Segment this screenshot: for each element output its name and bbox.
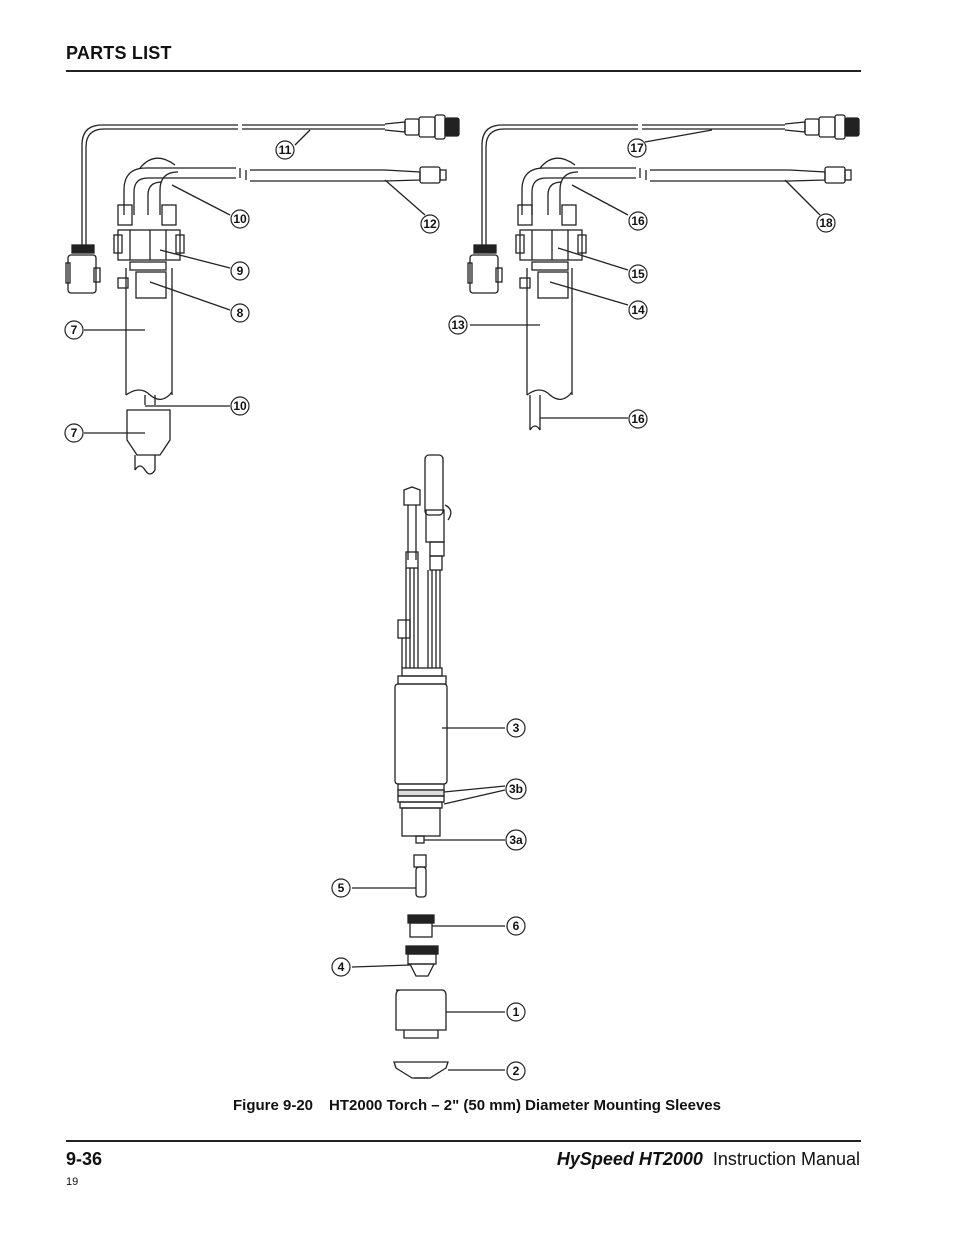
callout-3: 3 <box>513 721 520 735</box>
callout-10-upper: 10 <box>233 212 247 226</box>
callout-3a: 3a <box>509 833 523 847</box>
callout-6: 6 <box>513 919 520 933</box>
callout-1: 1 <box>513 1005 520 1019</box>
callout-3b: 3b <box>509 782 523 796</box>
callout-17: 17 <box>630 141 644 155</box>
callout-10-lower: 10 <box>233 399 247 413</box>
callout-9: 9 <box>237 264 244 278</box>
figure-caption: Figure 9-20 HT2000 Torch – 2" (50 mm) Dia… <box>0 1097 954 1114</box>
product-name: HySpeed HT2000 <box>556 1149 703 1169</box>
figure-title: HT2000 Torch – 2" (50 mm) Diameter Mount… <box>329 1097 721 1114</box>
document-code: 19 <box>66 1176 79 1188</box>
callout-18: 18 <box>819 216 833 230</box>
section-title: PARTS LIST <box>66 43 172 63</box>
callout-12: 12 <box>423 217 437 231</box>
page-number: 9-36 <box>66 1149 103 1169</box>
header-rule <box>66 70 861 72</box>
callout-14: 14 <box>631 303 645 317</box>
left-sleeve-assembly <box>65 114 460 475</box>
torch-exploded-view <box>351 454 506 1079</box>
callout-15: 15 <box>631 267 645 281</box>
callout-2: 2 <box>513 1064 520 1078</box>
footer-rule <box>66 1140 861 1142</box>
right-sleeve-assembly <box>467 114 860 431</box>
callout-7-lower: 7 <box>71 426 78 440</box>
callout-7-upper: 7 <box>71 323 78 337</box>
callout-11: 11 <box>279 143 292 157</box>
manual-title: HySpeed HT2000 Instruction Manual <box>557 1149 860 1170</box>
callout-5: 5 <box>338 881 345 895</box>
callout-16-lower: 16 <box>631 412 645 426</box>
callout-4: 4 <box>338 960 345 974</box>
manual-name: Instruction Manual <box>712 1149 860 1169</box>
callout-13: 13 <box>451 318 465 332</box>
callout-8: 8 <box>237 306 244 320</box>
callout-16-upper: 16 <box>631 214 645 228</box>
figure-number: Figure 9-20 <box>233 1097 314 1114</box>
